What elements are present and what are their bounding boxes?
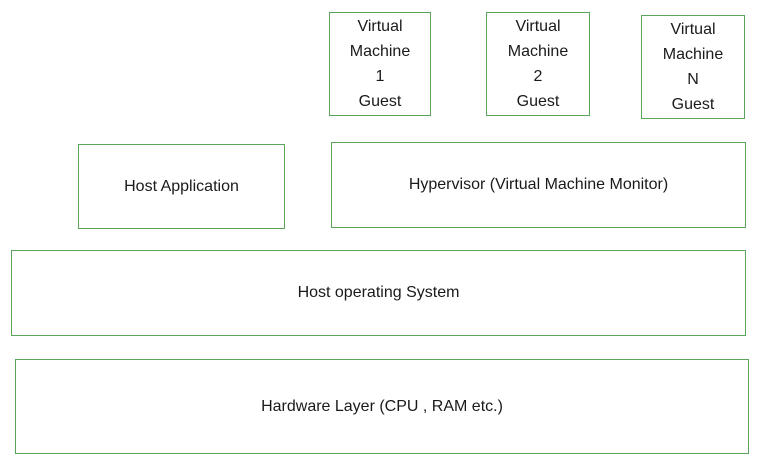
vm-2-line-2: Machine [507,43,569,60]
hardware-layer-box: Hardware Layer (CPU , RAM etc.) [15,359,749,454]
host-application-label: Host Application [124,177,239,195]
vm-2-line-3: 2 [533,68,543,85]
vm-2-line-1: Virtual [515,18,561,35]
vm-n-line-1: Virtual [670,21,716,38]
vm-n-line-3: N [687,71,699,88]
vm-1-line-4: Guest [358,93,402,110]
vm-1-line-1: Virtual [357,18,403,35]
vm-box-n: Virtual Machine N Guest [641,15,745,119]
hypervisor-box: Hypervisor (Virtual Machine Monitor) [331,142,746,228]
vm-2-line-4: Guest [516,93,560,110]
vm-n-line-4: Guest [671,96,715,113]
vm-box-1: Virtual Machine 1 Guest [329,12,431,116]
vm-n-line-2: Machine [662,46,724,63]
vm-1-line-2: Machine [349,43,411,60]
hardware-layer-label: Hardware Layer (CPU , RAM etc.) [261,397,503,415]
hypervisor-label: Hypervisor (Virtual Machine Monitor) [408,176,669,193]
vm-1-line-3: 1 [375,68,385,85]
vm-box-2: Virtual Machine 2 Guest [486,12,590,116]
host-os-label: Host operating System [297,284,460,301]
host-application-box: Host Application [78,144,285,229]
host-os-box: Host operating System [11,250,746,336]
